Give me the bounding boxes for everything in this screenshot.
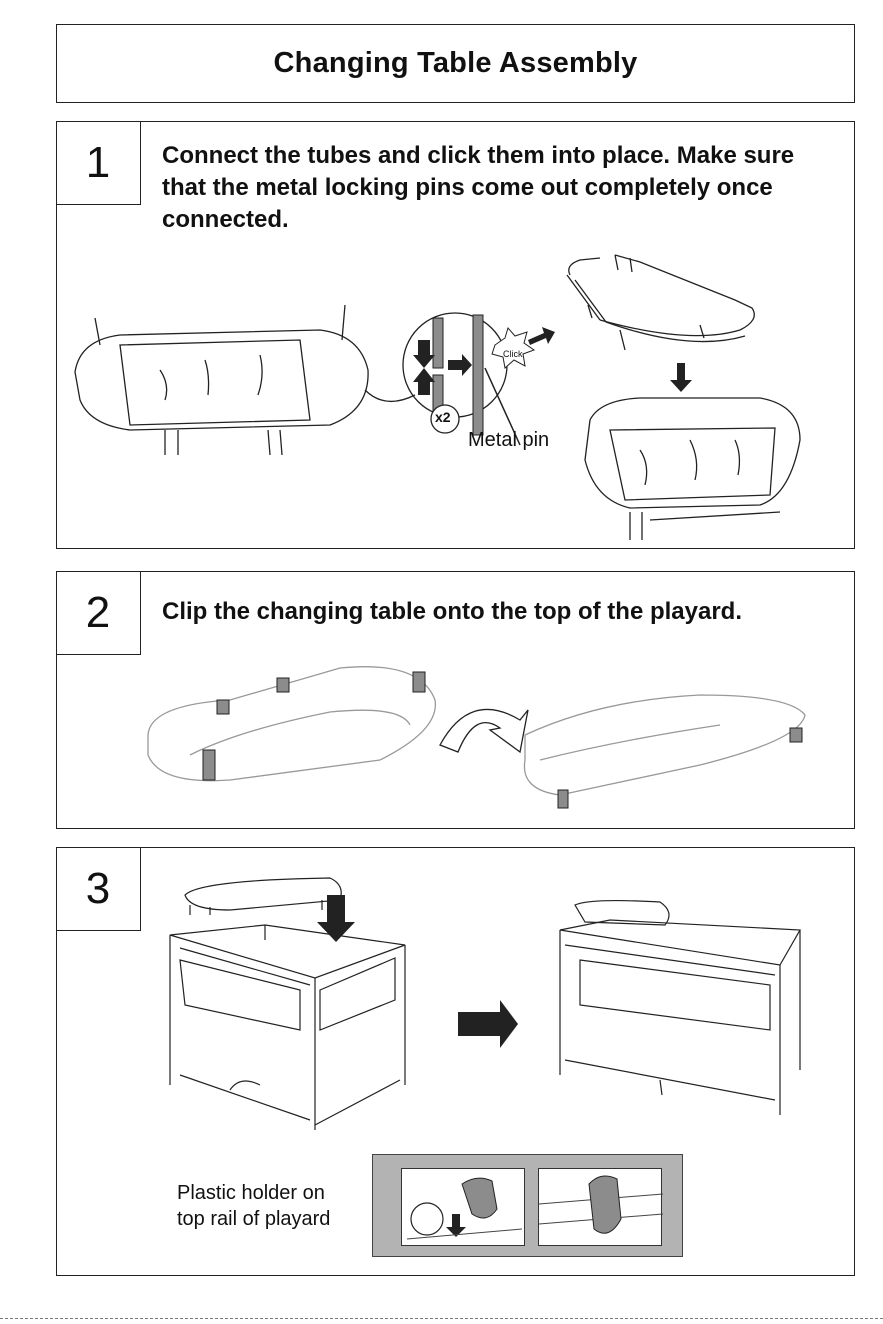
plastic-holder-inset — [372, 1154, 683, 1257]
inset-panel-before — [401, 1168, 525, 1246]
holder-before-drawing — [402, 1169, 526, 1247]
holder-after-drawing — [539, 1169, 663, 1247]
plastic-holder-label-line2: top rail of playard — [177, 1206, 330, 1232]
inset-panel-after — [538, 1168, 662, 1246]
page-bottom-rule — [0, 1318, 883, 1319]
plastic-holder-label-line1: Plastic holder on — [177, 1180, 325, 1206]
